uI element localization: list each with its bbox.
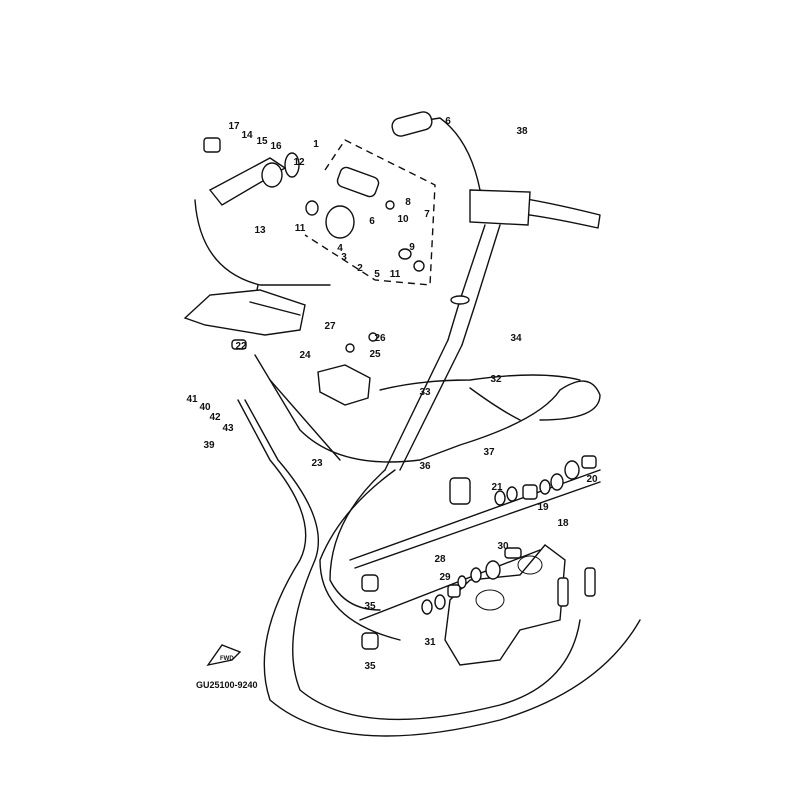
part-label: 36 <box>419 461 431 472</box>
part-labels: 1 2 3 4 5 6 6 7 8 9 10 11 11 12 13 14 15… <box>186 116 598 672</box>
part-label: 14 <box>241 130 253 141</box>
part-label: 31 <box>424 637 436 648</box>
part-label: 16 <box>270 141 282 152</box>
part-label: 29 <box>439 572 451 583</box>
part-label: 18 <box>557 518 569 529</box>
part-label: 8 <box>405 197 411 208</box>
part-label: 2 <box>357 263 363 274</box>
part-label: 12 <box>293 157 305 168</box>
part-label: 1 <box>313 139 319 150</box>
part-label: 9 <box>409 242 415 253</box>
part-label: 20 <box>586 474 598 485</box>
part-label: 28 <box>434 554 446 565</box>
part-label: 13 <box>254 225 266 236</box>
cables <box>237 354 641 737</box>
forward-arrow-icon: FWD <box>206 644 242 667</box>
drawing-code: GU25100-9240 <box>196 680 258 690</box>
seal-rings <box>421 455 597 615</box>
part-label: 27 <box>324 321 336 332</box>
part-label: 15 <box>256 136 268 147</box>
control-box-24 <box>317 364 371 406</box>
svg-text:FWD: FWD <box>220 656 234 662</box>
part-label: 22 <box>235 341 247 352</box>
part-label: 6 <box>369 216 375 227</box>
part-label: 17 <box>228 121 240 132</box>
part-label: 5 <box>374 269 380 280</box>
part-label: 32 <box>490 374 502 385</box>
part-label: 24 <box>299 350 311 361</box>
part-label: 40 <box>199 402 211 413</box>
bracket-36 <box>449 477 471 505</box>
part-label: 33 <box>419 387 431 398</box>
part-label: 41 <box>186 394 198 405</box>
part-label: 7 <box>424 209 430 220</box>
part-label: 35 <box>364 601 376 612</box>
valve-body <box>444 544 566 666</box>
part-label: 26 <box>374 333 386 344</box>
lower-grip <box>183 284 306 336</box>
part-label: 10 <box>397 214 409 225</box>
throttle-assembly-box <box>304 139 436 286</box>
part-label: 37 <box>483 447 495 458</box>
part-label: 4 <box>337 243 343 254</box>
part-label: 25 <box>369 349 381 360</box>
part-label: 6 <box>445 116 451 127</box>
part-label: 34 <box>510 333 522 344</box>
part-label: 21 <box>491 482 503 493</box>
throttle-parts <box>194 137 425 286</box>
part-label: 19 <box>537 502 549 513</box>
part-label: 35 <box>364 661 376 672</box>
part-label: 3 <box>341 252 347 263</box>
part-label: 23 <box>311 458 323 469</box>
part-label: 43 <box>222 423 234 434</box>
part-label: 42 <box>209 412 221 423</box>
part-label: 39 <box>203 440 215 451</box>
part-label: 38 <box>516 126 528 137</box>
part-label: 30 <box>497 541 509 552</box>
part-label: 11 <box>390 269 401 280</box>
part-label: 11 <box>295 223 306 234</box>
handlebar <box>384 111 601 471</box>
